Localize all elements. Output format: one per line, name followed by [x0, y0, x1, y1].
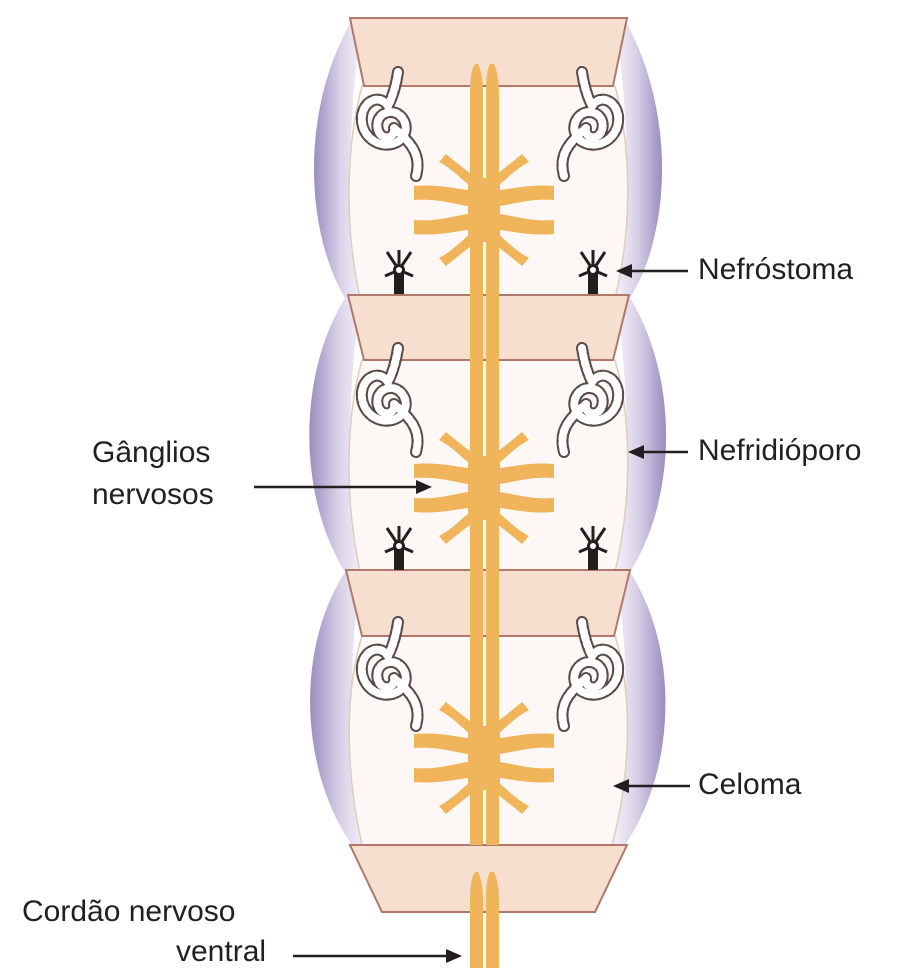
- label-nefridioporo: Nefridióporo: [698, 434, 861, 468]
- label-cordao-line2: ventral: [176, 935, 266, 969]
- label-ganglios-line2: nervosos: [92, 478, 214, 512]
- label-celoma: Celoma: [698, 768, 801, 802]
- label-ganglios-line1: Gânglios: [92, 436, 210, 470]
- label-nefrostoma: Nefróstoma: [698, 253, 853, 287]
- label-cordao-line1: Cordão nervoso: [22, 895, 235, 929]
